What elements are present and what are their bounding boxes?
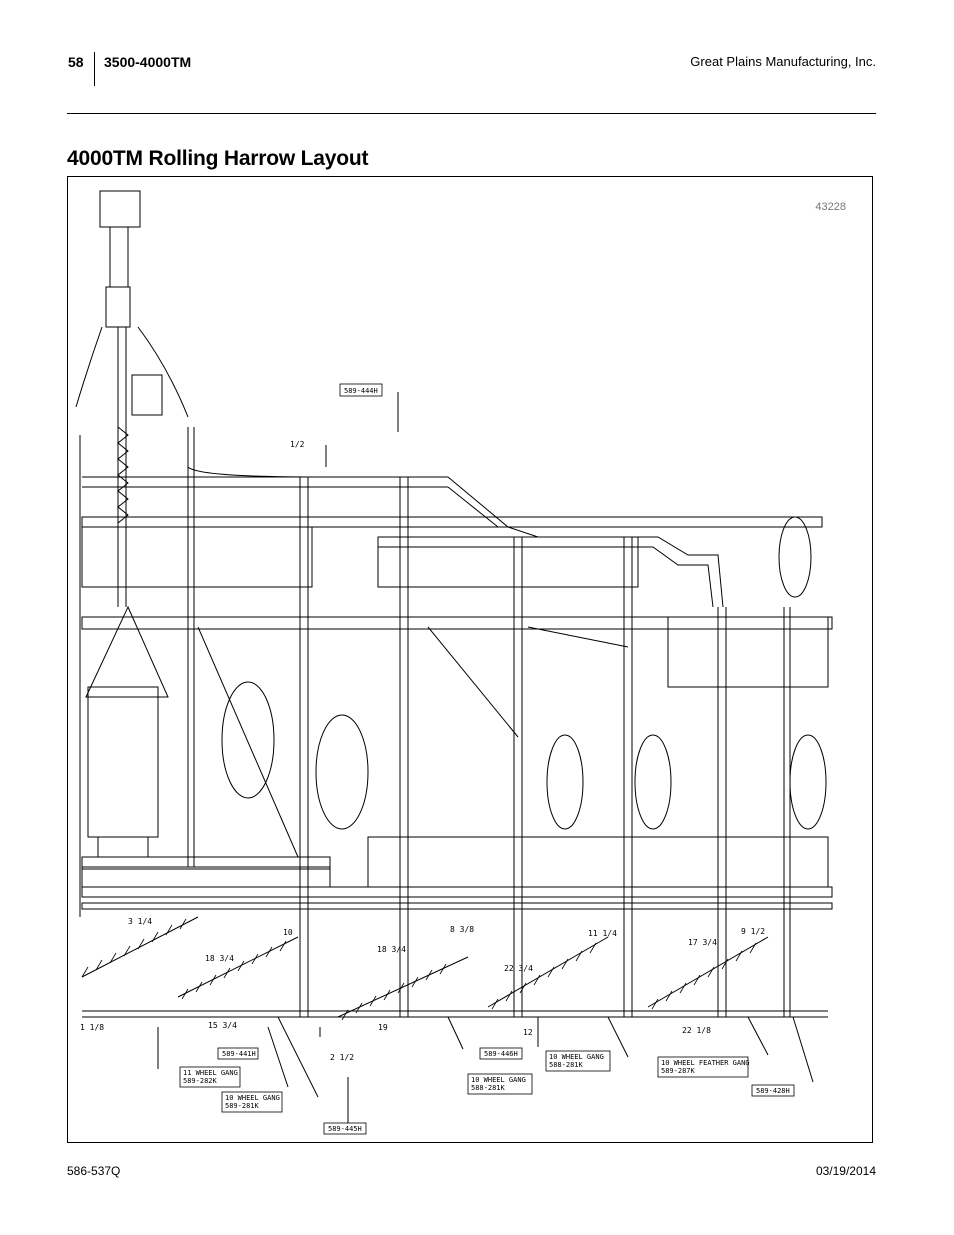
dimension-label: 17 3/4 — [688, 938, 717, 947]
part-label: 589-444H — [344, 387, 378, 395]
dimension-label: 18 3/4 — [205, 954, 234, 963]
dimension-label: 11 1/4 — [588, 929, 617, 938]
company-name: Great Plains Manufacturing, Inc. — [690, 54, 876, 69]
gang-label-part: 589-282K — [183, 1077, 218, 1085]
part-label: 589-446H — [484, 1050, 518, 1058]
figure-number: 43228 — [815, 201, 846, 213]
page-number: 58 — [68, 54, 84, 70]
gang-label-name: 10 WHEEL GANG — [225, 1094, 280, 1102]
dimension-group: 1/2 3 1/4 10 18 3/4 15 3/4 1 1/8 2 1/2 1… — [80, 440, 765, 1062]
header-divider — [94, 52, 95, 86]
dimension-label: 15 3/4 — [208, 1021, 237, 1030]
gang-label-name: 10 WHEEL GANG — [471, 1076, 526, 1084]
manual-model: 3500-4000TM — [104, 54, 192, 70]
section-title: 4000TM Rolling Harrow Layout — [67, 147, 369, 170]
dimension-label: 2 1/2 — [330, 1053, 354, 1062]
gang-label-name: 10 WHEEL FEATHER GANG — [661, 1059, 750, 1067]
dimension-label: 22 3/4 — [504, 964, 533, 973]
part-label: 589-445H — [328, 1125, 362, 1133]
harrow-drawing: 589-444H 589-441H 589-446H 589-445H 589-… — [75, 190, 833, 1135]
part-label: 589-441H — [222, 1050, 256, 1058]
header-rule — [67, 113, 876, 114]
dimension-label: 10 — [283, 928, 293, 937]
gang-label-name: 11 WHEEL GANG — [183, 1069, 238, 1077]
gang-label-part: 589-281K — [225, 1102, 260, 1110]
dimension-label: 9 1/2 — [741, 927, 765, 936]
part-label: 589-428H — [756, 1087, 790, 1095]
dimension-label: 8 3/8 — [450, 925, 474, 934]
dimension-label: 1/2 — [290, 440, 305, 449]
dimension-label: 3 1/4 — [128, 917, 152, 926]
revision-date: 03/19/2014 — [815, 1164, 876, 1178]
dimension-label: 1 1/8 — [80, 1023, 104, 1032]
dimension-label: 18 3/4 — [377, 945, 406, 954]
document-number: 586-537Q — [67, 1164, 121, 1178]
layout-figure: 43228 — [67, 176, 873, 1143]
gang-label-name: 10 WHEEL GANG — [549, 1053, 604, 1061]
gang-label-part: 589-287K — [661, 1067, 696, 1075]
dimension-label: 12 — [523, 1028, 533, 1037]
gang-label-part: 588-281K — [549, 1061, 584, 1069]
dimension-label: 22 1/8 — [682, 1026, 711, 1035]
part-label-group: 589-444H 589-441H 589-446H 589-445H 589-… — [183, 387, 790, 1133]
gang-label-part: 588-281K — [471, 1084, 506, 1092]
dimension-label: 19 — [378, 1023, 388, 1032]
